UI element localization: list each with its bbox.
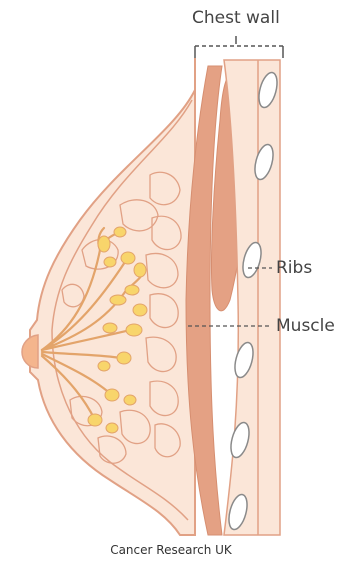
chest-wall-label: Chest wall [192,10,280,27]
muscle-label: Muscle [276,318,335,335]
credit-label: Cancer Research UK [0,544,342,556]
chest-wall-strip [224,60,280,535]
ribs-label: Ribs [276,260,312,277]
nipple [22,335,38,368]
chest-wall-bracket [195,36,283,58]
